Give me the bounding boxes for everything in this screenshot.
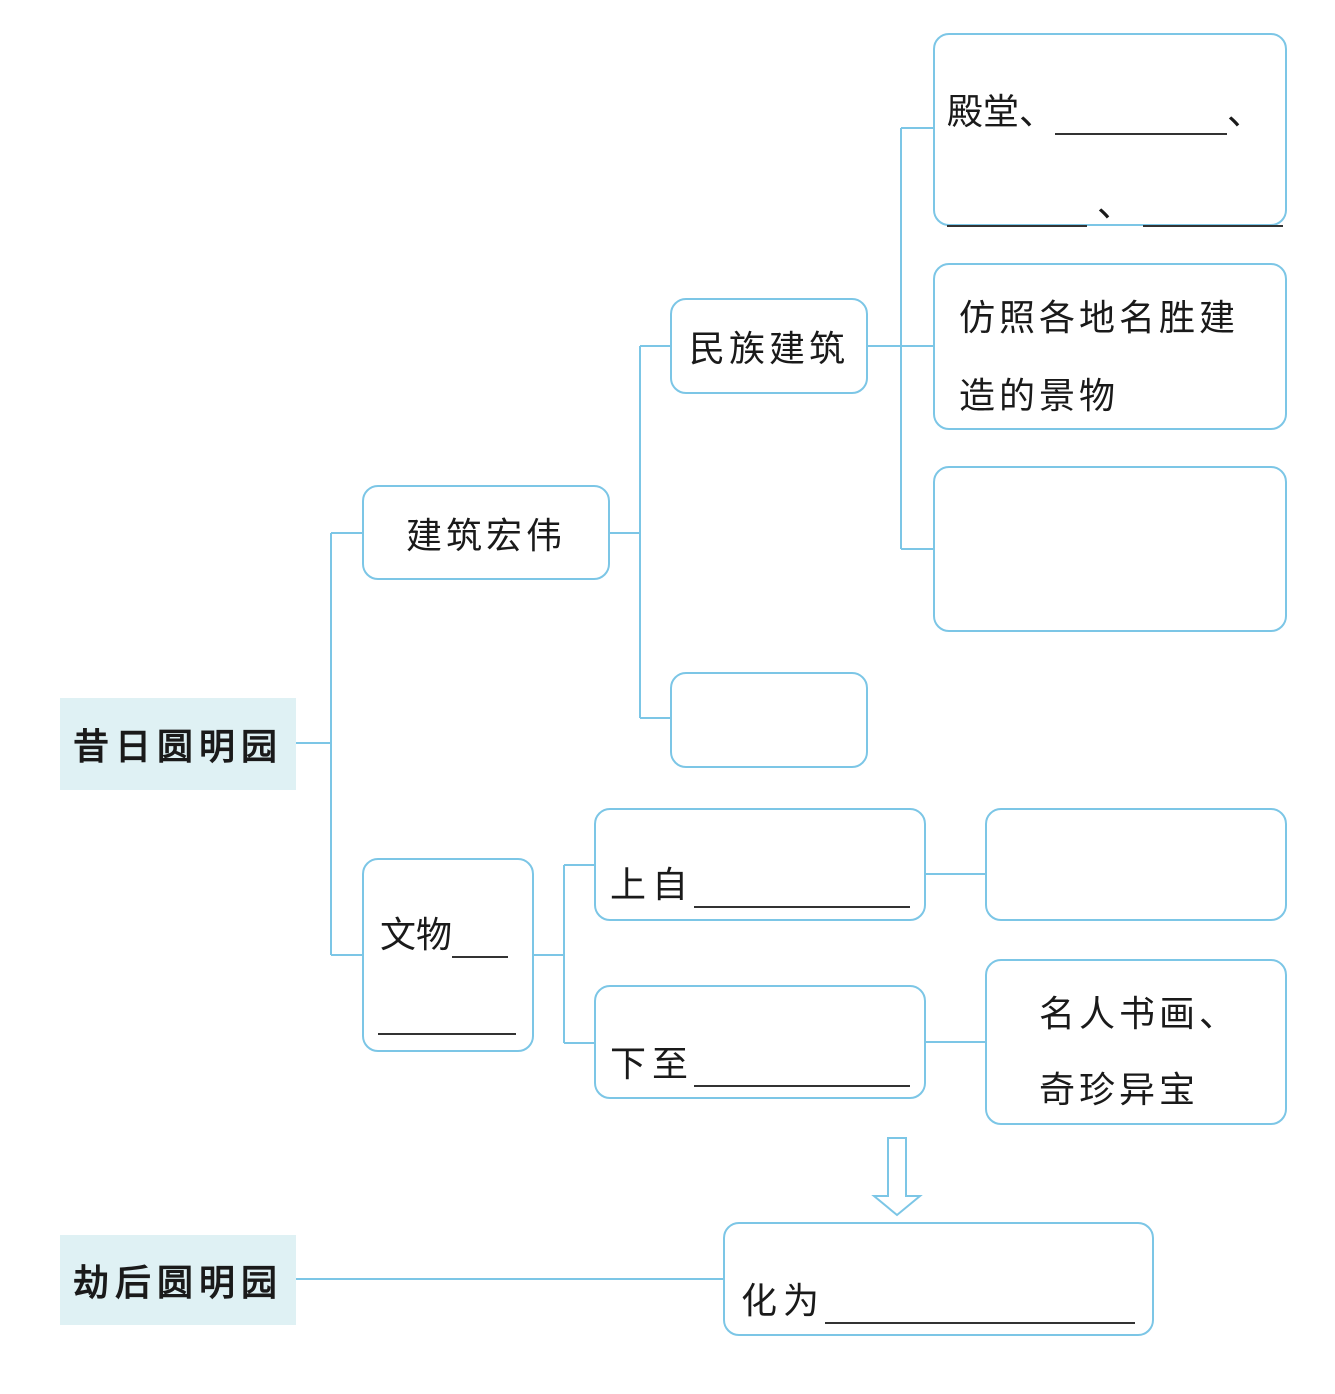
- node-empty-blank[interactable]: [670, 672, 868, 768]
- node-to: 下至: [594, 985, 926, 1099]
- node-from: 上自: [594, 808, 926, 921]
- separator: 、: [1097, 184, 1134, 225]
- node-relics: 文物: [362, 858, 534, 1052]
- node-became: 化为: [723, 1222, 1154, 1336]
- blank-field[interactable]: [1055, 97, 1228, 135]
- root-after: 劫后圆明园: [60, 1235, 296, 1325]
- node-empty-blank[interactable]: [985, 808, 1287, 921]
- root-after-label: 劫后圆明园: [72, 1262, 283, 1304]
- node-label: 造的景物: [959, 376, 1120, 417]
- blank-field[interactable]: [694, 1049, 911, 1087]
- blank-field[interactable]: [947, 189, 1087, 227]
- node-label: 下至: [610, 1044, 695, 1085]
- node-label: 仿照各地名胜建: [959, 298, 1240, 339]
- node-label: 殿堂、: [947, 92, 1056, 133]
- node-label: 民族建筑: [688, 329, 849, 370]
- blank-field[interactable]: [378, 997, 516, 1035]
- node-grand-architecture: 建筑宏伟: [362, 485, 610, 580]
- root-past-label: 昔日圆明园: [72, 726, 283, 768]
- separator: 、: [1227, 92, 1264, 133]
- node-label: 上自: [610, 865, 695, 906]
- node-label: 文物: [380, 915, 453, 956]
- node-ethnic-architecture: 民族建筑: [670, 298, 868, 394]
- blank-field[interactable]: [694, 870, 911, 908]
- root-past: 昔日圆明园: [60, 698, 296, 790]
- node-imitation-scenery: 仿照各地名胜建 造的景物: [933, 263, 1287, 430]
- node-label: 名人书画、: [1039, 994, 1240, 1035]
- node-label: 建筑宏伟: [405, 515, 566, 557]
- node-label: 化为: [741, 1281, 826, 1322]
- node-treasures: 名人书画、 奇珍异宝: [985, 959, 1287, 1125]
- blank-field[interactable]: [452, 920, 509, 958]
- blank-field[interactable]: [825, 1286, 1136, 1324]
- node-halls: 殿堂、、 、: [933, 33, 1287, 227]
- blank-field[interactable]: [1143, 189, 1284, 227]
- node-empty-blank[interactable]: [933, 466, 1287, 632]
- down-arrow-icon: [871, 1137, 923, 1217]
- node-label: 奇珍异宝: [1039, 1070, 1200, 1111]
